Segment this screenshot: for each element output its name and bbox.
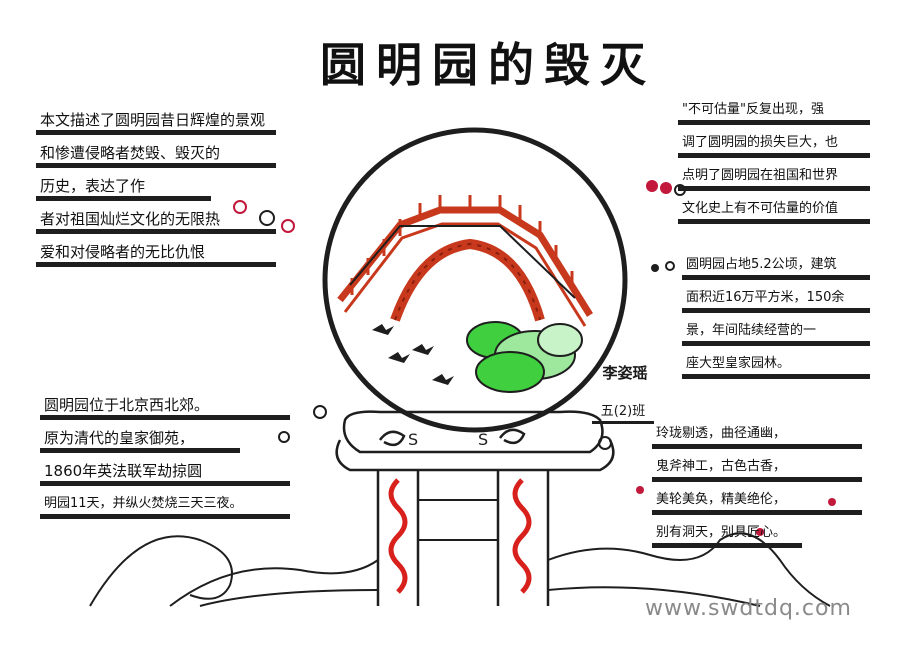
column-flames	[388, 478, 532, 594]
greenery-drawing	[466, 321, 583, 393]
decorative-dots	[233, 180, 836, 536]
text-line: 和惨遭侵略者焚毁、毁灭的	[36, 141, 276, 168]
svg-text:S: S	[408, 430, 418, 449]
text-line: 文化史上有不可估量的价值	[678, 197, 870, 224]
text-line: 点明了圆明园在祖国和世界	[678, 164, 870, 191]
svg-text:S: S	[478, 430, 488, 449]
right-bottom-text-block: 玲珑剔透，曲径通幽， 鬼斧神工，古色古香， 美轮美奂，精美绝伦， 别有洞天，别具…	[652, 422, 862, 554]
page-title: 圆明园的毁灭	[320, 38, 656, 92]
text-line: 者对祖国灿烂文化的无限热	[36, 207, 276, 234]
text-line: 1860年英法联军劫掠圆	[40, 459, 290, 486]
text-line: 座大型皇家园林。	[682, 352, 870, 379]
text-line: 景，年间陆续经营的一	[682, 319, 870, 346]
text-line: 原为清代的皇家御苑，	[40, 426, 240, 453]
text-line: 面积近16万平方米，150余	[682, 286, 870, 313]
right-top-text-block: "不可估量"反复出现，强 调了圆明园的损失巨大，也 点明了圆明园在祖国和世界 文…	[678, 98, 870, 230]
text-line: 明园11天，并纵火焚烧三天三夜。	[40, 492, 290, 519]
text-line: 美轮美奂，精美绝伦，	[652, 488, 862, 515]
text-line: "不可估量"反复出现，强	[678, 98, 870, 125]
left-bottom-text-block: 圆明园位于北京西北郊。 原为清代的皇家御苑， 1860年英法联军劫掠圆 明园11…	[40, 393, 290, 525]
right-middle-text-block: 圆明园占地5.2公顷，建筑 面积近16万平方米，150余 景，年间陆续经营的一 …	[682, 253, 870, 385]
text-line: 圆明园位于北京西北郊。	[40, 393, 290, 420]
text-line: 别有洞天，别具匠心。	[652, 521, 802, 548]
left-top-text-block: 本文描述了圆明园昔日辉煌的景观 和惨遭侵略者焚毁、毁灭的 历史，表达了作 者对祖…	[36, 108, 276, 273]
text-line: 爱和对侵略者的无比仇恨	[36, 240, 276, 267]
pedestal-drawing: S S	[335, 410, 615, 606]
plant-marks	[372, 324, 454, 385]
text-line: 鬼斧神工，古色古香，	[652, 455, 862, 482]
text-line: 玲珑剔透，曲径通幽，	[652, 422, 862, 449]
text-line: 本文描述了圆明园昔日辉煌的景观	[36, 108, 276, 135]
wave-lines	[89, 499, 831, 607]
bridge-drawing	[337, 195, 593, 327]
text-line: 历史，表达了作	[36, 174, 211, 201]
author-name: 李姿瑶	[602, 364, 648, 382]
text-line: 调了圆明园的损失巨大，也	[678, 131, 870, 158]
text-line: 圆明园占地5.2公顷，建筑	[682, 253, 870, 280]
watermark: www.swdtdq.com	[645, 596, 852, 621]
author-class: 五(2)班	[592, 400, 654, 424]
